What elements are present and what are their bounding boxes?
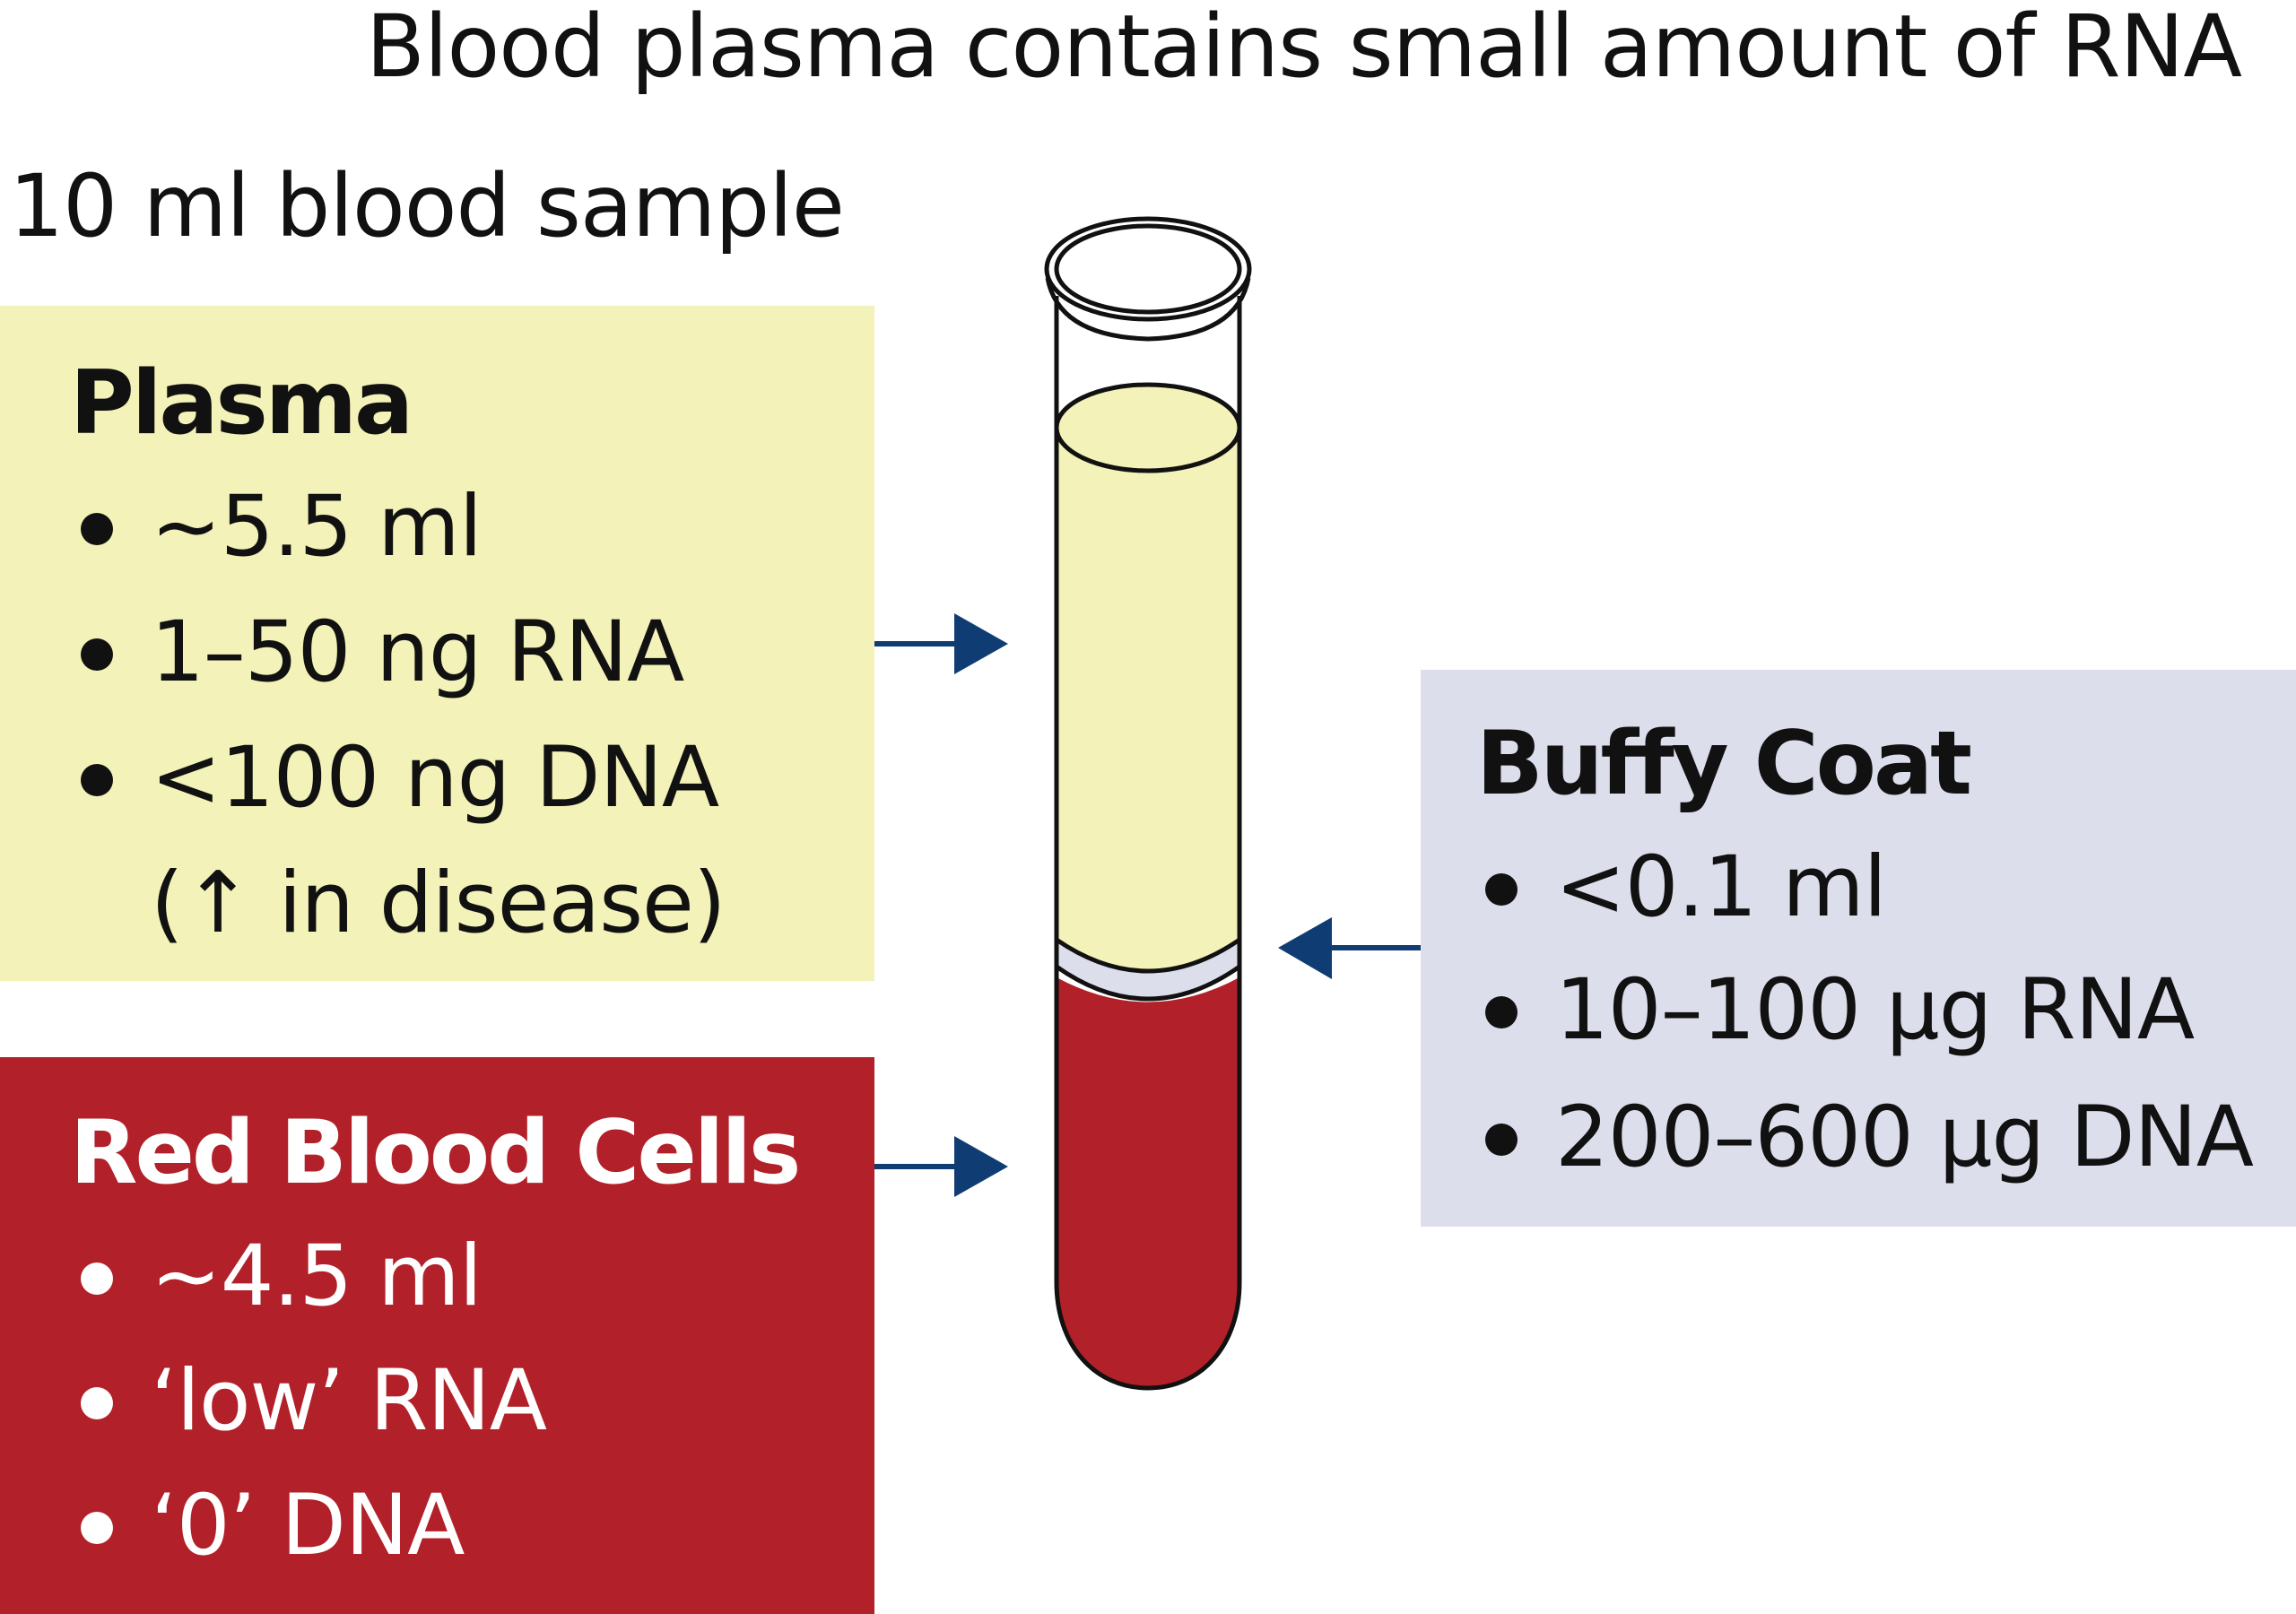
plasma-rna: 1–50 ng RNA bbox=[151, 603, 684, 701]
buffy-rna: 10–100 µg RNA bbox=[1555, 961, 2195, 1059]
rbc-dna: ‘0’ DNA bbox=[151, 1477, 465, 1575]
plasma-heading: Plasma bbox=[70, 352, 413, 455]
buffy-dna: 200–600 µg DNA bbox=[1555, 1089, 2254, 1186]
plasma-disease-note: (↑ in disease) bbox=[151, 855, 726, 952]
plasma-box: Plasma ~5.5 ml 1–50 ng RNA <100 ng DNA (… bbox=[0, 306, 874, 981]
rbc-volume: ~4.5 ml bbox=[151, 1228, 483, 1325]
plasma-volume: ~5.5 ml bbox=[151, 478, 483, 576]
bullet-icon bbox=[1485, 996, 1518, 1028]
rbc-arrow bbox=[874, 1136, 1008, 1197]
bullet-icon bbox=[81, 638, 113, 671]
plasma-buffy-boundary bbox=[1055, 937, 1241, 974]
tube-rbc-layer bbox=[1057, 977, 1239, 1388]
buffy-coat-heading: Buffy Coat bbox=[1476, 713, 1972, 815]
buffy-rbc-boundary bbox=[1055, 964, 1241, 1002]
buffy-coat-box: Buffy Coat <0.1 ml 10–100 µg RNA 200–600… bbox=[1421, 670, 2296, 1227]
tube-rim-inner bbox=[1054, 223, 1242, 315]
tube-plasma-layer bbox=[1057, 428, 1239, 971]
rbc-rna: ‘low’ RNA bbox=[151, 1352, 547, 1450]
arrow-right-icon bbox=[954, 1136, 1008, 1197]
red-blood-cells-box: Red Blood Cells ~4.5 ml ‘low’ RNA ‘0’ DN… bbox=[0, 1057, 874, 1614]
plasma-dna: <100 ng DNA bbox=[151, 729, 719, 827]
buffy-volume: <0.1 ml bbox=[1555, 838, 1887, 936]
arrow-right-icon bbox=[954, 613, 1008, 674]
bullet-icon bbox=[81, 513, 113, 545]
plasma-arrow bbox=[874, 613, 1008, 674]
bullet-icon bbox=[81, 764, 113, 796]
bullet-icon bbox=[81, 1387, 113, 1419]
bullet-icon bbox=[81, 1263, 113, 1295]
sample-label: 10 ml blood sample bbox=[9, 156, 845, 256]
plasma-surface bbox=[1054, 382, 1242, 473]
tube-outline bbox=[1054, 296, 1242, 1391]
arrow-left-icon bbox=[1278, 917, 1332, 979]
diagram-title: Blood plasma contains small amount of RN… bbox=[366, 0, 2242, 97]
tube-buffy-layer bbox=[1057, 940, 1239, 999]
buffy-arrow bbox=[1278, 917, 1421, 979]
tube-rim-lip bbox=[1045, 277, 1251, 342]
bullet-icon bbox=[1485, 873, 1518, 906]
bullet-icon bbox=[81, 1512, 113, 1544]
rbc-heading: Red Blood Cells bbox=[70, 1102, 801, 1204]
bullet-icon bbox=[1485, 1124, 1518, 1156]
